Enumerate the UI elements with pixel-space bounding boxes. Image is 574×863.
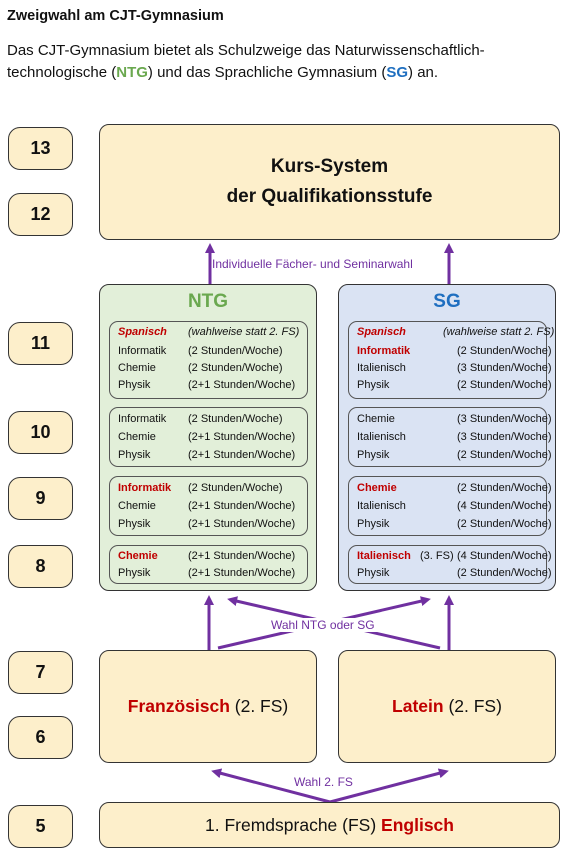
intro-part3: ) an. (408, 64, 439, 81)
sg-card-10: Chemie (3 Stunden/Woche) Italienisch (3 St… (348, 407, 552, 467)
subject-label: Informatik (357, 345, 411, 357)
latein-suffix: (2. FS) (443, 696, 502, 716)
hours-label: (2+1 Stunden/Woche) (188, 449, 296, 461)
hours-label: (2+1 Stunden/Woche) (188, 379, 296, 391)
subject-label: Spanisch (118, 326, 167, 338)
grade-5-box: 5 (8, 805, 73, 848)
subject-label: Physik (118, 567, 151, 579)
ntg-card-9: Informatik (2 Stunden/Woche) Chemie (2+1 S… (109, 476, 308, 536)
grade-11-box: 11 (8, 322, 73, 365)
first-prefix: 1. Fremdsprache (FS) (205, 814, 382, 835)
arrow-en-la (329, 768, 449, 804)
hours-label: (2+1 Stunden/Woche) (188, 567, 296, 579)
franz-suffix: (2. FS) (229, 696, 289, 716)
sg-card-11: Spanisch (wahlweise statt 2. FS) Informat… (348, 321, 554, 399)
hours-label: (2+1 Stunden/Woche) (188, 550, 296, 562)
subject-label: Physik (118, 379, 151, 391)
hours-label: (2 Stunden/Woche) (188, 413, 283, 425)
hours-label: (2 Stunden/Woche) (188, 362, 283, 374)
hours-label: (3 Stunden/Woche) (457, 362, 552, 374)
subject-label: Italienisch (357, 431, 406, 443)
hours-label: (4 Stunden/Woche) (457, 500, 552, 512)
franz-name: Französisch (127, 696, 230, 716)
grade-13-box: 13 (8, 127, 73, 170)
grade-9-box: 9 (8, 477, 73, 520)
subject-label: Physik (118, 449, 151, 461)
intro-sg: SG (386, 64, 409, 81)
individual-label: Individuelle Fächer- und Seminarwahl (212, 257, 413, 271)
hours-label: (2+1 Stunden/Woche) (188, 500, 296, 512)
franzoesisch-box: Französisch (2. FS) (99, 650, 317, 763)
subject-label: Chemie (118, 500, 156, 512)
subject-label: Italienisch (357, 362, 406, 374)
latein-box: Latein (2. FS) (338, 650, 556, 763)
kurs-system-box: Kurs-System der Qualifikationsstufe (99, 124, 560, 240)
subject-label: Physik (357, 449, 390, 461)
subject-label: Physik (357, 567, 390, 579)
arrow-en-fr (211, 768, 331, 804)
note-label: (wahlweise statt 2. FS) (188, 326, 300, 338)
subject-label: Physik (357, 518, 390, 530)
kurs-line2: der Qualifikationsstufe (226, 186, 433, 207)
sg-branch: SG Spanisch (wahlweise statt 2. FS) Infor… (338, 284, 556, 591)
intro-paragraph: Das CJT-Gymnasium bietet als Schulzweige… (7, 40, 567, 84)
intro-part2: ) und das Sprachliche Gymnasium ( (147, 64, 387, 81)
ntg-branch: NTG Spanisch (wahlweise statt 2. FS) Info… (99, 284, 317, 591)
sg-card-8: Italienisch (3. FS)(4 Stunden/Woche) Phys… (348, 545, 552, 584)
grade-7-box: 7 (8, 651, 73, 694)
subject-label: Chemie (357, 482, 397, 494)
intro-part1: Das CJT-Gymnasium bietet als Schulzweige… (7, 42, 485, 81)
sg-title: SG (433, 291, 461, 312)
subject-label: Chemie (118, 550, 158, 562)
hours-label: (2 Stunden/Woche) (457, 567, 552, 579)
hours-label: (2+1 Stunden/Woche) (188, 431, 296, 443)
ntg-card-10: Informatik (2 Stunden/Woche) Chemie (2+1 S… (109, 407, 308, 467)
ntg-card-8: Chemie (2+1 Stunden/Woche) Physik (2+1 Stu… (109, 545, 308, 584)
wahl-ntg-sg-label: Wahl NTG oder SG (265, 618, 381, 632)
hours-label: (4 Stunden/Woche) (457, 550, 552, 562)
subject-label: Informatik (118, 345, 167, 357)
page-title: Zweigwahl am CJT-Gymnasium (7, 8, 224, 24)
hours-label: (2 Stunden/Woche) (457, 482, 552, 494)
sg-card-9: Chemie (2 Stunden/Woche) Italienisch (4 St… (348, 476, 552, 536)
subject-label: Italienisch (357, 550, 411, 562)
ntg-card-11: Spanisch (wahlweise statt 2. FS) Informat… (109, 321, 308, 399)
grade-10-box: 10 (8, 411, 73, 454)
hours-label: (3 Stunden/Woche) (457, 413, 552, 425)
hours-label: (2 Stunden/Woche) (457, 518, 552, 530)
grade-12-box: 12 (8, 193, 73, 236)
subject-label: Chemie (357, 413, 395, 425)
intro-ntg: NTG (116, 64, 148, 81)
subject-label: Physik (357, 379, 390, 391)
kurs-line1: Kurs-System (270, 156, 389, 177)
hours-label: (3 Stunden/Woche) (457, 431, 552, 443)
ntg-title: NTG (187, 291, 229, 312)
subject-label: Italienisch (357, 500, 406, 512)
hours-label: (2+1 Stunden/Woche) (188, 518, 296, 530)
hours-label: (2 Stunden/Woche) (188, 345, 283, 357)
hours-label: (2 Stunden/Woche) (457, 449, 552, 461)
hours-label: (2 Stunden/Woche) (457, 345, 552, 357)
grade-8-box: 8 (8, 545, 73, 588)
first-name: Englisch (381, 814, 454, 835)
hours-label: (2 Stunden/Woche) (188, 482, 283, 494)
extra-label: (3. FS) (420, 550, 454, 562)
first-language-box: 1. Fremdsprache (FS) Englisch (99, 802, 560, 848)
subject-label: Chemie (118, 431, 156, 443)
subject-label: Informatik (118, 413, 167, 425)
subject-label: Informatik (118, 482, 172, 494)
subject-label: Chemie (118, 362, 156, 374)
wahl-fs2-label: Wahl 2. FS (290, 775, 357, 789)
latein-name: Latein (392, 696, 444, 716)
subject-label: Spanisch (357, 326, 406, 338)
hours-label: (2 Stunden/Woche) (457, 379, 552, 391)
grade-6-box: 6 (8, 716, 73, 759)
note-label: (wahlweise statt 2. FS) (443, 326, 555, 338)
subject-label: Physik (118, 518, 151, 530)
